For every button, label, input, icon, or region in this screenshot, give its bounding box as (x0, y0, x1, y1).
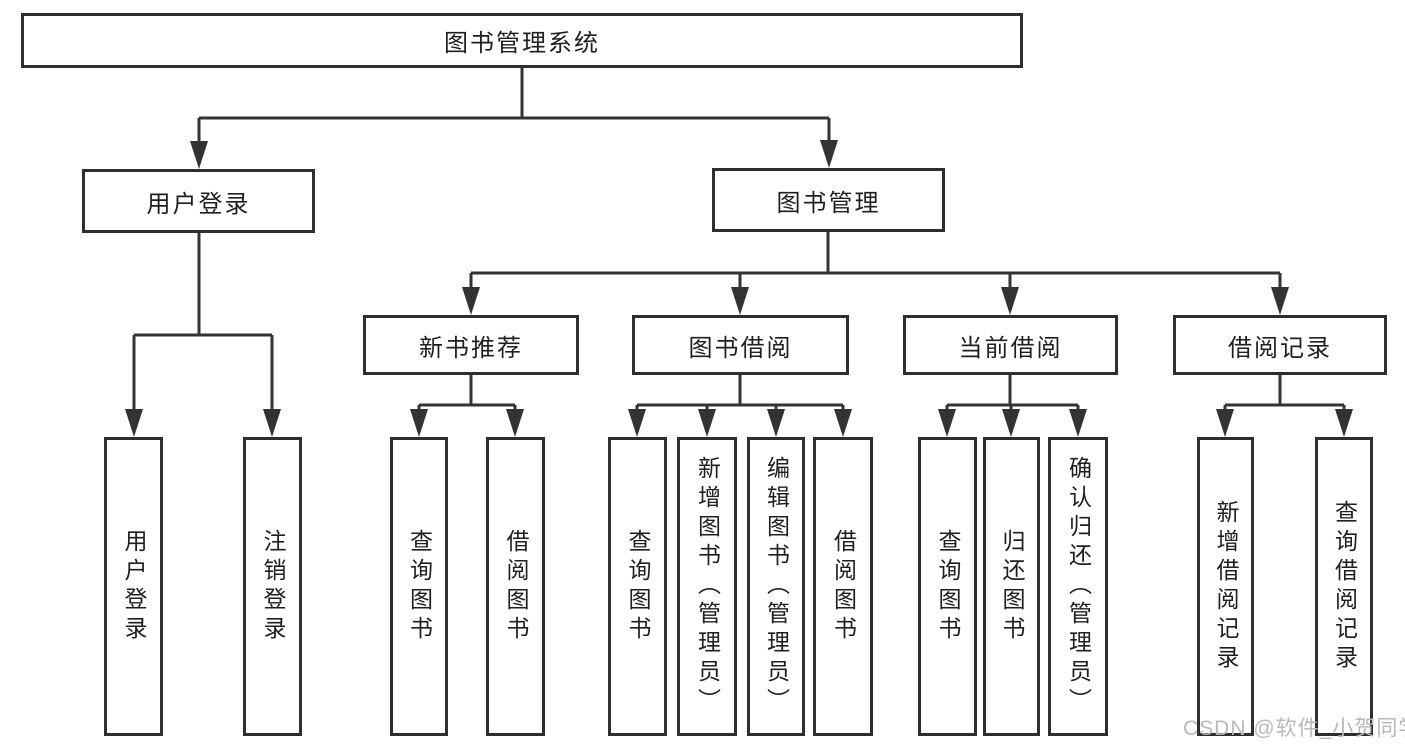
node-root-label: 图书管理系统 (444, 30, 600, 57)
leaf-logout: 注销登录 (243, 437, 302, 736)
node-user-login-label: 用户登录 (146, 190, 251, 218)
node-current-borrowing: 当前借阅 (903, 315, 1118, 375)
node-book-management-label: 图书管理 (776, 189, 881, 217)
leaf-query-books-recommend: 查询图书 (390, 437, 448, 736)
leaf-query-borrow-record-label: 查询借阅记录 (1331, 499, 1358, 674)
leaf-logout-label: 注销登录 (260, 528, 286, 645)
node-book-management: 图书管理 (712, 168, 945, 232)
leaf-confirm-return-admin-label: 确认归还（管理员） (1065, 456, 1092, 717)
leaf-query-books-current: 查询图书 (918, 437, 977, 736)
leaf-query-borrow-record: 查询借阅记录 (1315, 437, 1373, 736)
node-current-borrowing-label: 当前借阅 (958, 334, 1063, 362)
leaf-user-login-label: 用户登录 (121, 528, 147, 645)
leaf-add-books-admin-label: 新增图书（管理员） (694, 456, 721, 717)
leaf-borrow-books: 借阅图书 (813, 437, 873, 736)
node-new-book-recommend: 新书推荐 (363, 315, 579, 375)
csdn-watermark: CSDN @软件_小贺同学 (1183, 717, 1405, 740)
node-book-borrowing: 图书借阅 (632, 315, 849, 375)
leaf-user-login: 用户登录 (104, 437, 163, 736)
node-new-book-recommend-label: 新书推荐 (419, 334, 523, 362)
leaf-return-books: 归还图书 (983, 437, 1040, 736)
leaf-borrow-books-label: 借阅图书 (830, 528, 857, 645)
leaf-edit-books-admin: 编辑图书（管理员） (747, 437, 805, 736)
leaf-borrow-books-recommend: 借阅图书 (486, 437, 545, 736)
node-root-system: 图书管理系统 (21, 13, 1023, 68)
node-borrowing-records: 借阅记录 (1173, 315, 1387, 375)
leaf-query-books-borrow: 查询图书 (608, 437, 667, 736)
leaf-confirm-return-admin: 确认归还（管理员） (1048, 437, 1108, 736)
leaf-query-books-borrow-label: 查询图书 (625, 528, 651, 645)
leaf-add-borrow-record: 新增借阅记录 (1197, 437, 1254, 736)
leaf-return-books-label: 归还图书 (999, 528, 1025, 645)
node-borrowing-records-label: 借阅记录 (1228, 334, 1332, 362)
leaf-edit-books-admin-label: 编辑图书（管理员） (763, 456, 790, 717)
arrow-down-icons (125, 140, 1353, 437)
leaf-add-books-admin: 新增图书（管理员） (677, 437, 737, 736)
node-book-borrowing-label: 图书借阅 (688, 334, 793, 362)
leaf-query-books-recommend-label: 查询图书 (406, 528, 433, 645)
node-user-login: 用户登录 (82, 169, 315, 233)
leaf-borrow-books-recommend-label: 借阅图书 (503, 528, 529, 645)
leaf-query-books-current-label: 查询图书 (935, 528, 961, 645)
leaf-add-borrow-record-label: 新增借阅记录 (1213, 499, 1239, 674)
